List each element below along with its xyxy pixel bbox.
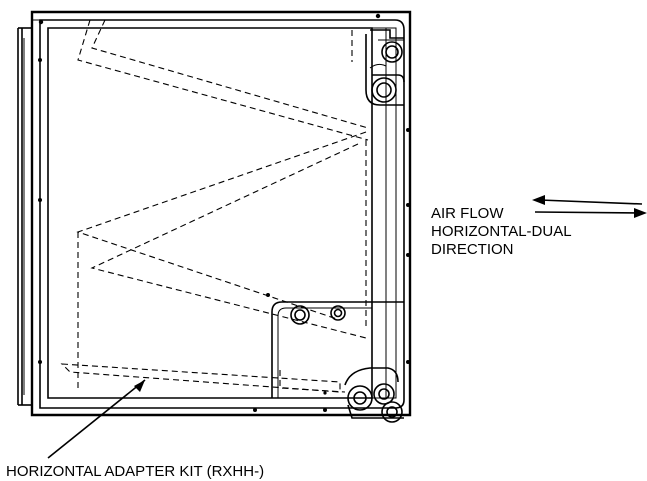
arrow-right-icon — [634, 208, 647, 218]
top-fitting-block — [365, 29, 405, 106]
airflow-label-line3: DIRECTION — [431, 241, 514, 258]
cabinet-outline — [30, 10, 412, 417]
leader-arrow-icon — [134, 380, 145, 392]
adapter-kit-leader — [47, 379, 146, 459]
bottom-manifold — [344, 367, 404, 423]
middle-fittings — [290, 305, 346, 325]
airflow-label-line1: AIR FLOW — [431, 205, 504, 222]
adapter-kit-outline — [60, 363, 346, 393]
left-flange — [17, 27, 32, 406]
mounting-screws — [38, 13, 410, 412]
adapter-kit-label: HORIZONTAL ADAPTER KIT (RXHH-) — [6, 463, 264, 480]
coil-hidden-lines — [76, 19, 369, 390]
airflow-arrows — [532, 195, 647, 218]
airflow-label-line2: HORIZONTAL-DUAL — [431, 223, 572, 240]
arrow-left-icon — [532, 195, 545, 205]
